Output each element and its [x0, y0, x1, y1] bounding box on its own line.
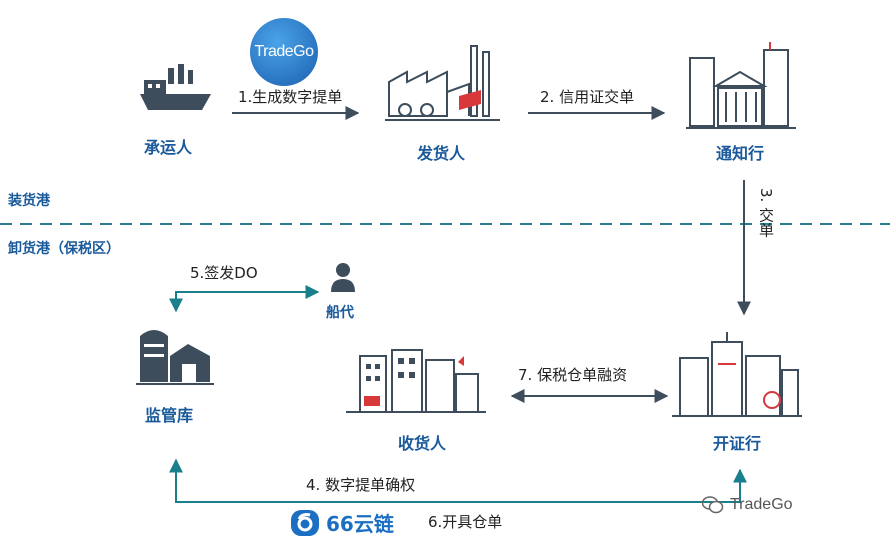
watermark-text: TradeGo [730, 496, 793, 513]
arrow-step-5 [169, 285, 320, 313]
step-2-label: 2. 信用证交单 [540, 88, 635, 106]
step-6-label: 6.开具仓单 [428, 513, 503, 531]
yun-logo: 66云链 [290, 508, 394, 537]
shipping-agent-label: 船代 [326, 305, 354, 321]
bonded-warehouse-label: 监管库 [145, 406, 194, 425]
step-3-label: 3. 交单 [757, 188, 775, 238]
consignee-label: 收货人 [398, 434, 447, 453]
tradego-logo: TradeGo [250, 18, 318, 86]
agent-person-icon [331, 263, 355, 292]
ship-icon [140, 64, 211, 110]
issuing-bank-icon [672, 332, 802, 417]
factory-icon [385, 45, 500, 121]
step-5-label: 5.签发DO [190, 264, 258, 282]
arrow-step-4 [169, 458, 747, 503]
warehouse-icon [136, 330, 214, 385]
step-4-label: 4. 数字提单确权 [306, 476, 416, 494]
watermark: TradeGo [702, 496, 793, 514]
step-7-label: 7. 保税仓单融资 [518, 366, 628, 384]
yun-logo-mark-icon [291, 509, 319, 536]
step-1-label: 1.生成数字提单 [238, 88, 343, 106]
advising-bank-label: 通知行 [716, 144, 765, 163]
carrier-label: 承运人 [144, 138, 193, 157]
shipper-label: 发货人 [417, 144, 466, 163]
unloading-port-label: 卸货港（保税区） [8, 241, 120, 257]
consignee-buildings-icon [346, 349, 486, 413]
advising-bank-icon [686, 42, 796, 129]
tradego-logo-text: TradeGo [254, 43, 314, 60]
wechat-icon [702, 496, 724, 514]
issuing-bank-label: 开证行 [713, 434, 762, 453]
loading-port-label: 装货港 [8, 193, 50, 209]
yun-logo-text: 66云链 [326, 512, 394, 536]
